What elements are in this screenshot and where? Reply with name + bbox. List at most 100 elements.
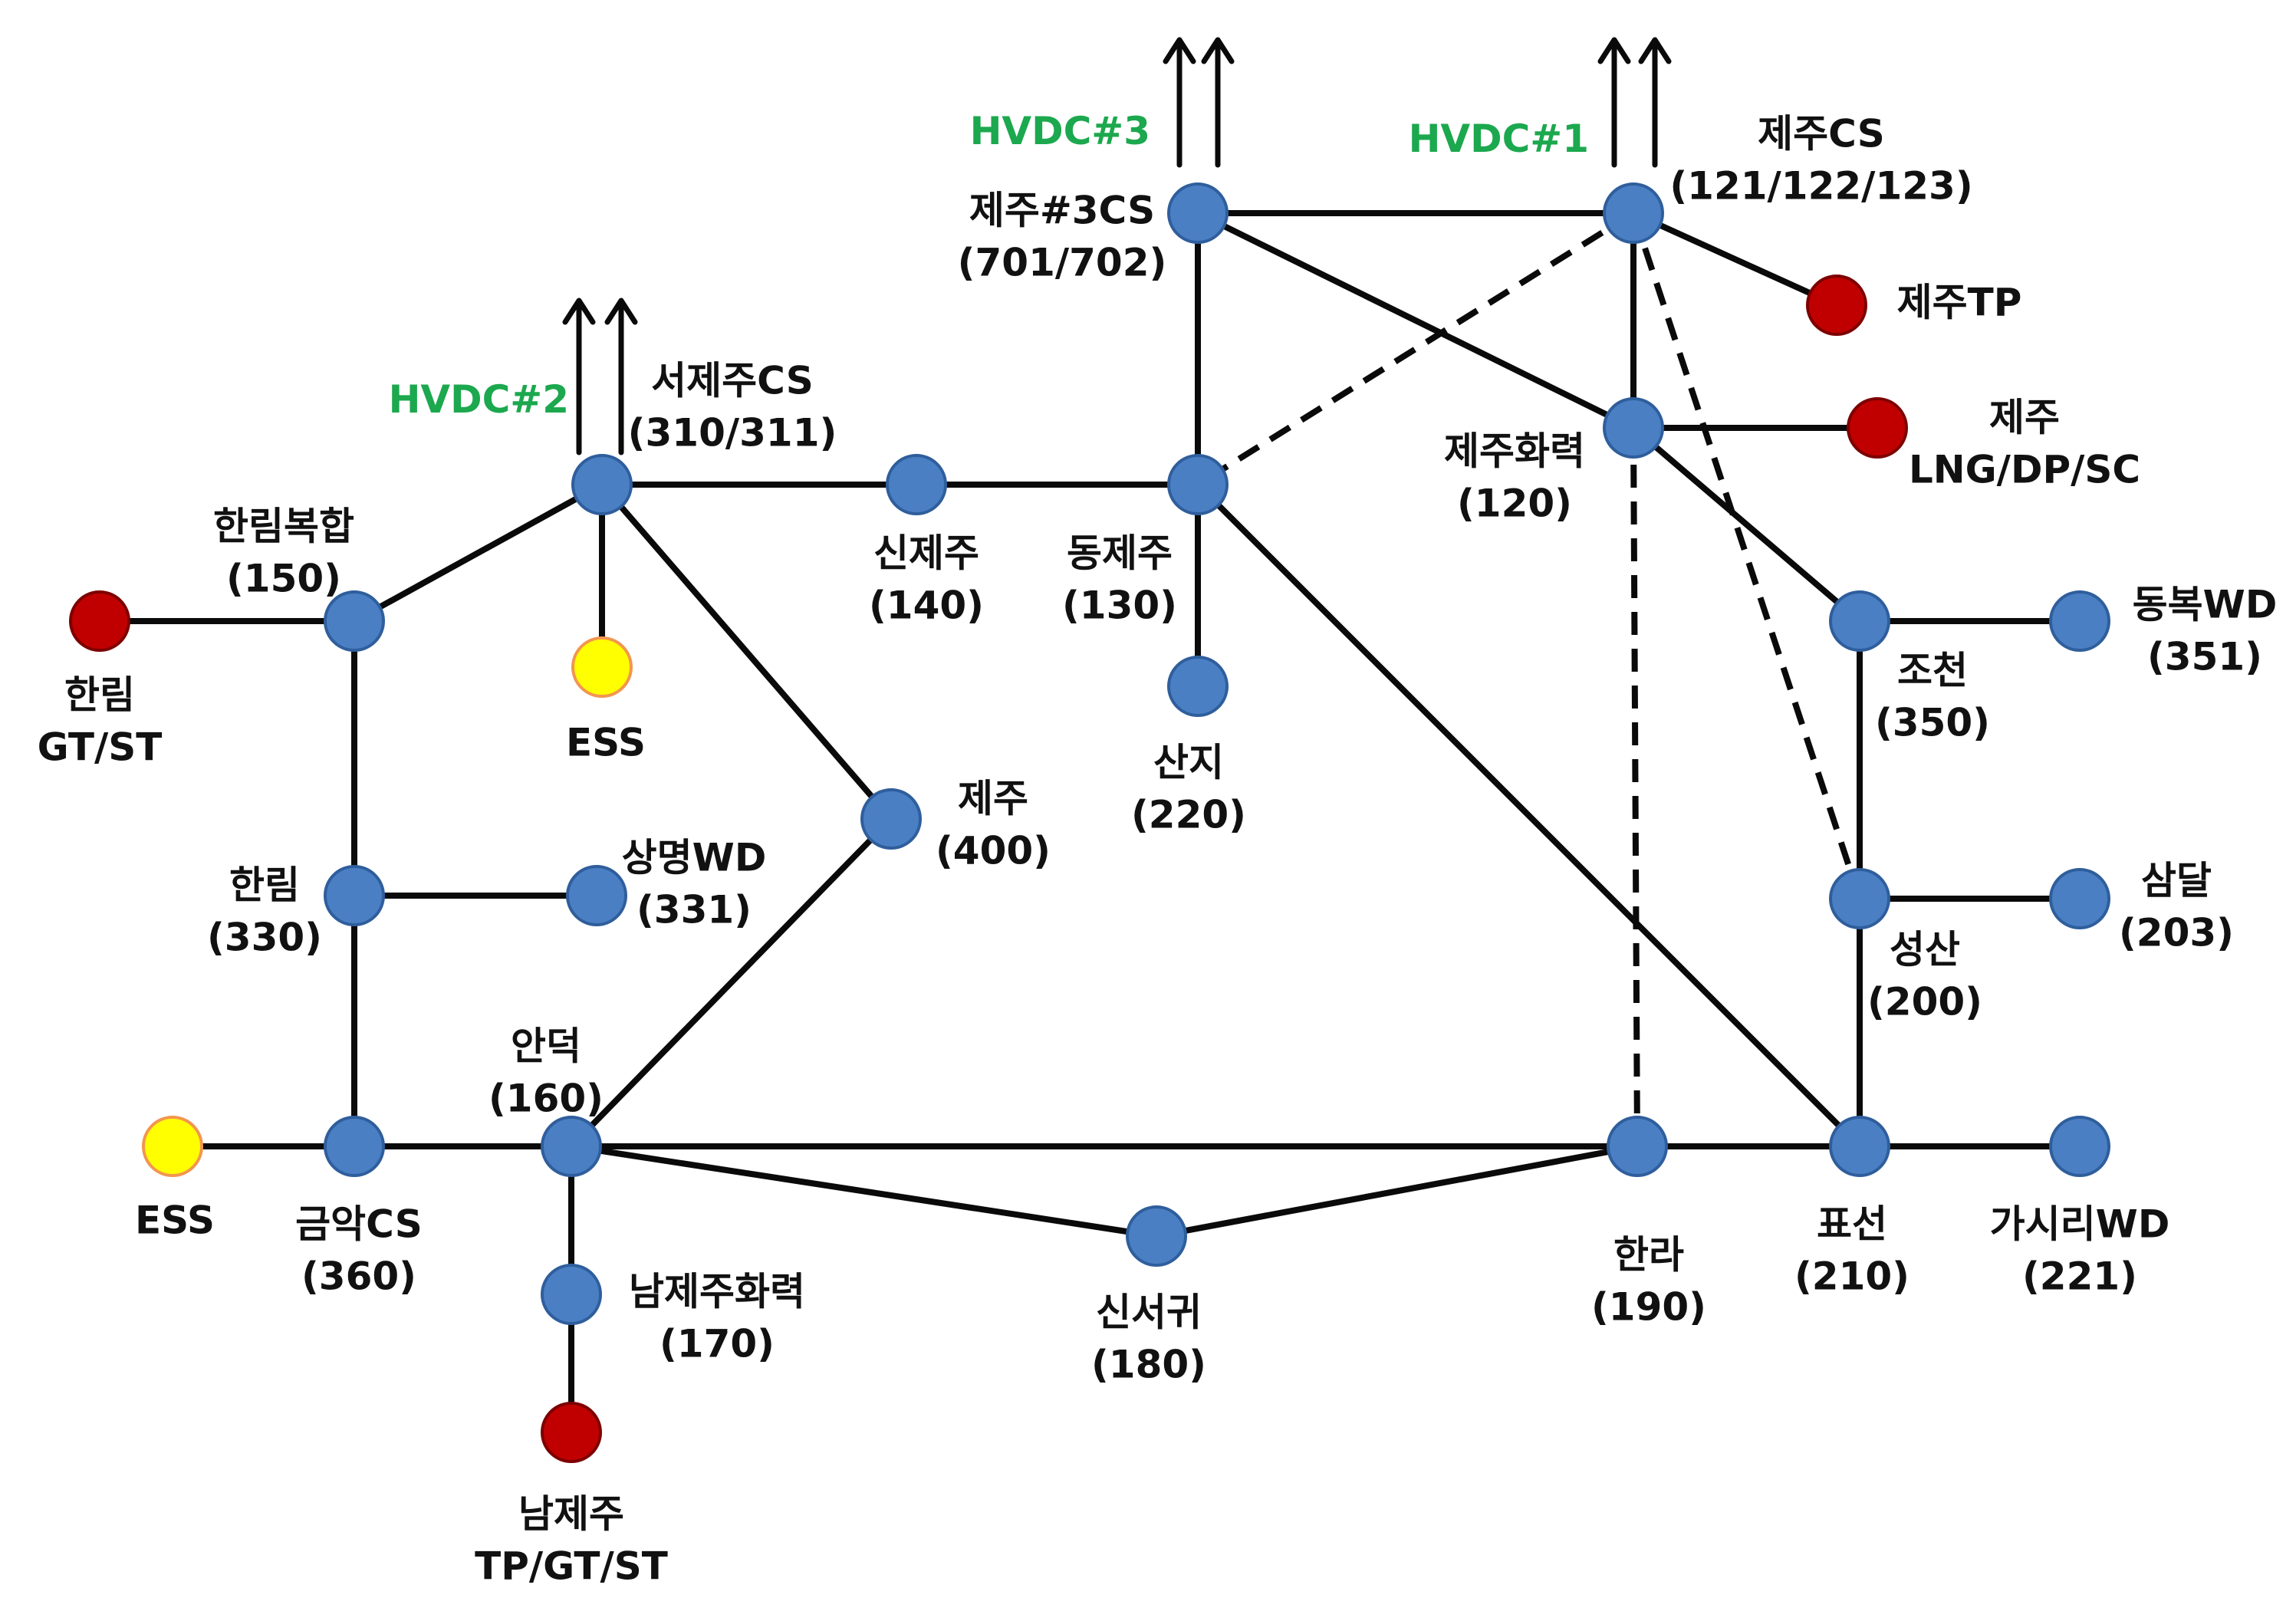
line-jeju_cs-dongjeju <box>1196 210 1636 488</box>
node-jeju3_cs-bus-icon <box>1167 182 1229 244</box>
label-jeju400-line1: 제주 <box>958 777 1028 821</box>
node-jeju_tp-generator-icon <box>1806 275 1867 336</box>
label-jocheon-line2: (350) <box>1875 701 1990 745</box>
label-jeju_cs-line1: 제주CS <box>1758 112 1885 156</box>
label-sinseogwi-line1: 신서귀 <box>1096 1291 1202 1335</box>
node-sanji-bus-icon <box>1167 656 1229 717</box>
label-samdal-line2: (203) <box>2119 911 2234 955</box>
label-seongsan-line2: (200) <box>1867 980 1982 1024</box>
node-andeok-bus-icon <box>541 1116 602 1177</box>
node-hallim330-bus-icon <box>324 865 385 926</box>
label-samdal-line1: 삼달 <box>2141 859 2212 903</box>
label-gasiri_wd-line2: (221) <box>2022 1254 2137 1299</box>
line-seojeju_cs-hallim_bokhap <box>351 482 605 624</box>
node-ess_top-ess-icon <box>571 636 633 698</box>
label-jocheon-line1: 조천 <box>1897 649 1968 693</box>
line-andeok-sinseogwi <box>568 1143 1160 1239</box>
hvdc1-arrow-right <box>1638 37 1672 168</box>
node-dongbok_wd-bus-icon <box>2049 590 2110 652</box>
hvdc1-arrow-left <box>1597 37 1631 168</box>
hvdc2-arrow-right <box>604 298 638 455</box>
label-sinjeju-line1: 신제주 <box>873 531 979 576</box>
label-jeju3_cs-line1: 제주#3CS <box>969 189 1155 233</box>
line-jeju_hwaryeok-jocheon <box>1630 425 1863 624</box>
hvdc3-arrow-left <box>1163 37 1196 168</box>
label-pyoseon-line2: (210) <box>1794 1254 1909 1299</box>
hvdc3-label: HVDC#3 <box>970 109 1150 153</box>
label-pyoseon-line1: 표선 <box>1817 1202 1887 1247</box>
label-geumak_cs-line1: 금악CS <box>295 1202 423 1247</box>
label-sangmyeong_wd-line1: 상명WD <box>622 836 767 880</box>
line-seojeju_cs-jeju400 <box>599 482 894 822</box>
node-sangmyeong_wd-bus-icon <box>566 865 627 926</box>
node-jeju_hwaryeok-bus-icon <box>1603 397 1664 459</box>
node-halla-bus-icon <box>1607 1116 1668 1177</box>
hvdc2-label: HVDC#2 <box>389 377 569 422</box>
line-dongjeju-pyoseon <box>1195 482 1863 1149</box>
label-namjeju_gen-line2: TP/GT/ST <box>475 1544 668 1589</box>
hvdc-links: HVDC#3 HVDC#1 HVDC#2 <box>389 37 1672 455</box>
node-pyoseon-bus-icon <box>1829 1116 1890 1177</box>
node-jocheon-bus-icon <box>1829 590 1890 652</box>
node-seojeju_cs-bus-icon <box>571 454 633 515</box>
node-namjeju_gen-generator-icon <box>541 1402 602 1463</box>
label-dongbok_wd-line2: (351) <box>2147 635 2262 679</box>
line-jeju_hwaryeok-halla <box>1630 427 1640 1147</box>
node-samdal-bus-icon <box>2049 868 2110 929</box>
node-jeju_lng-generator-icon <box>1847 397 1908 459</box>
label-jeju_lng-line2: LNG/DP/SC <box>1909 448 2140 492</box>
node-sinjeju-bus-icon <box>886 454 947 515</box>
node-labels: 제주CS (121/122/123) 제주#3CS (701/702) 제주TP 제주 LN… <box>38 112 2278 1589</box>
label-hallim_gtst-line1: 한림 <box>64 673 135 718</box>
label-sanji-line2: (220) <box>1131 793 1246 837</box>
label-dongjeju-line1: 동제주 <box>1067 531 1173 576</box>
label-sanji-line1: 산지 <box>1153 741 1224 785</box>
label-hallim330-line2: (330) <box>207 916 322 960</box>
node-sinseogwi-bus-icon <box>1126 1205 1187 1267</box>
label-sinseogwi-line2: (180) <box>1091 1343 1206 1387</box>
label-hallim_gtst-line2: GT/ST <box>38 725 163 770</box>
label-ess_bottom-line1: ESS <box>135 1198 215 1243</box>
label-jeju_tp-line1: 제주TP <box>1897 281 2022 325</box>
node-hallim_bokhap-bus-icon <box>324 590 385 652</box>
node-namjeju_hwaryeok-bus-icon <box>541 1264 602 1325</box>
node-gasiri_wd-bus-icon <box>2049 1116 2110 1177</box>
label-jeju_cs-line2: (121/122/123) <box>1669 164 1972 209</box>
label-geumak_cs-line2: (360) <box>301 1254 416 1299</box>
hvdc1-label: HVDC#1 <box>1409 117 1589 161</box>
label-jeju_hwaryeok-line2: (120) <box>1457 482 1572 526</box>
node-jeju_cs-bus-icon <box>1603 182 1664 244</box>
label-namjeju_hwaryeok-line1: 남제주화력 <box>629 1270 805 1314</box>
substation-nodes <box>69 182 2110 1463</box>
node-seongsan-bus-icon <box>1829 868 1890 929</box>
line-jeju_cs-seongsan <box>1630 212 1863 900</box>
label-gasiri_wd-line1: 가시리WD <box>1990 1202 2170 1247</box>
label-sangmyeong_wd-line2: (331) <box>636 888 752 932</box>
label-seongsan-line1: 성산 <box>1890 928 1960 972</box>
hvdc3-arrow-right <box>1201 37 1235 168</box>
line-sinseogwi-halla <box>1153 1143 1640 1239</box>
label-hallim_bokhap-line1: 한림복합 <box>213 505 354 549</box>
line-jeju3_cs-jeju_hwaryeok <box>1195 210 1636 431</box>
node-geumak_cs-bus-icon <box>324 1116 385 1177</box>
node-dongjeju-bus-icon <box>1167 454 1229 515</box>
hvdc2-arrow-left <box>562 298 596 455</box>
label-namjeju_hwaryeok-line2: (170) <box>660 1322 775 1366</box>
label-hallim330-line1: 한림 <box>229 863 300 908</box>
label-seojeju_cs-line1: 서제주CS <box>651 359 814 403</box>
node-hallim_gtst-generator-icon <box>69 590 130 652</box>
label-andeok-line2: (160) <box>488 1077 604 1121</box>
transmission-lines <box>97 210 2083 1435</box>
label-andeok-line1: 안덕 <box>511 1024 581 1069</box>
label-seojeju_cs-line2: (310/311) <box>628 411 837 455</box>
label-jeju_lng-line1: 제주 <box>1989 396 2060 440</box>
node-jeju400-bus-icon <box>860 788 922 850</box>
label-dongjeju-line2: (130) <box>1062 584 1177 628</box>
label-jeju_hwaryeok-line1: 제주화력 <box>1444 429 1585 474</box>
label-jeju3_cs-line2: (701/702) <box>958 241 1167 285</box>
node-ess_bottom-ess-icon <box>142 1116 203 1177</box>
label-sinjeju-line2: (140) <box>869 584 984 628</box>
label-halla-line2: (190) <box>1591 1285 1706 1330</box>
label-dongbok_wd-line1: 동복WD <box>2133 583 2278 627</box>
